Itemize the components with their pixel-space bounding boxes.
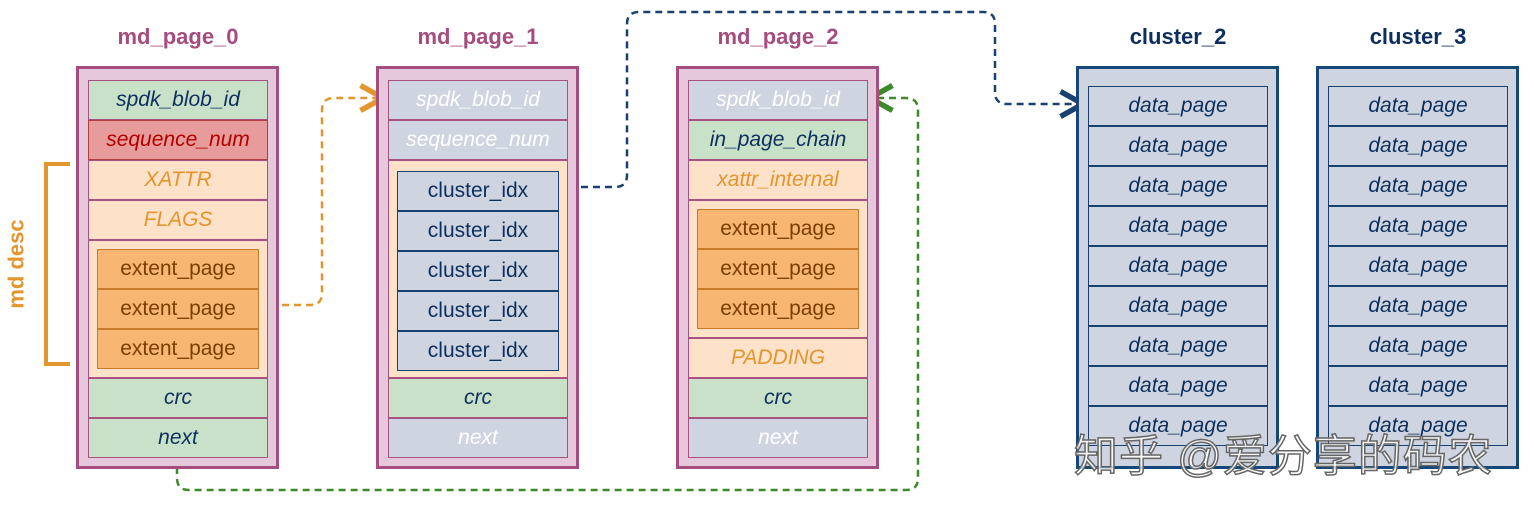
- data-page-cell: data_page: [1328, 206, 1508, 246]
- extent-page-cell: extent_page: [697, 289, 859, 329]
- xattr-internal-field: xattr_internal: [688, 160, 868, 200]
- cluster-idx-cell: cluster_idx: [397, 171, 559, 211]
- spdk-blob-id-field: spdk_blob_id: [388, 80, 568, 120]
- data-page-cell: data_page: [1328, 286, 1508, 326]
- data-page-cell: data_page: [1088, 206, 1268, 246]
- md-page-0-title: md_page_0: [117, 24, 239, 49]
- extent-page-cell: extent_page: [97, 289, 259, 329]
- md-desc-label: md desc: [4, 219, 30, 309]
- sequence-num-field: sequence_num: [388, 120, 568, 160]
- data-page-cell: data_page: [1088, 366, 1268, 406]
- cluster-idx-cell: cluster_idx: [397, 331, 559, 371]
- crc-field: crc: [688, 378, 868, 418]
- md-page-2: spdk_blob_id in_page_chain xattr_interna…: [676, 66, 879, 469]
- cluster-idx-to-cluster-2-arrow: [557, 10, 1083, 189]
- md-page-2-title: md_page_2: [717, 24, 839, 49]
- md-page-1-title: md_page_1: [417, 24, 539, 49]
- flags-field: FLAGS: [88, 200, 268, 240]
- data-page-cell: data_page: [1088, 126, 1268, 166]
- watermark: 知乎 @爱分享的码农: [1073, 431, 1493, 482]
- cluster-idx-cell: cluster_idx: [397, 251, 559, 291]
- data-page-cell: data_page: [1328, 246, 1508, 286]
- spdk-blob-id-field: spdk_blob_id: [688, 80, 868, 120]
- next-to-md-page-2-arrow: [175, 98, 920, 492]
- padding-field: PADDING: [688, 338, 868, 378]
- sequence-num-field: sequence_num: [88, 120, 268, 160]
- cluster-3: data_page data_page data_page data_page …: [1316, 66, 1519, 469]
- cluster-idx-cell: cluster_idx: [397, 291, 559, 331]
- md-page-1: spdk_blob_id sequence_num cluster_idx cl…: [376, 66, 579, 469]
- in-page-chain-field: in_page_chain: [688, 120, 868, 160]
- extent-area: extent_page extent_page extent_page: [688, 200, 868, 338]
- data-page-cell: data_page: [1088, 86, 1268, 126]
- spdk-blob-id-field: spdk_blob_id: [88, 80, 268, 120]
- xattr-field: XATTR: [88, 160, 268, 200]
- data-page-cell: data_page: [1088, 406, 1268, 446]
- next-field: next: [88, 418, 268, 458]
- crc-field: crc: [388, 378, 568, 418]
- md-page-0: spdk_blob_id sequence_num XATTR FLAGS ex…: [76, 66, 279, 469]
- data-page-cell: data_page: [1088, 286, 1268, 326]
- cluster-3-title: cluster_3: [1369, 24, 1467, 49]
- data-page-cell: data_page: [1328, 366, 1508, 406]
- data-page-cell: data_page: [1328, 166, 1508, 206]
- cluster-idx-cell: cluster_idx: [397, 211, 559, 251]
- crc-field: crc: [88, 378, 268, 418]
- data-page-cell: data_page: [1088, 326, 1268, 366]
- data-page-cell: data_page: [1328, 126, 1508, 166]
- extent-page-cell: extent_page: [697, 209, 859, 249]
- cluster-2: data_page data_page data_page data_page …: [1076, 66, 1279, 469]
- md-desc-bracket: [44, 162, 70, 366]
- data-page-cell: data_page: [1088, 246, 1268, 286]
- next-field: next: [688, 418, 868, 458]
- cluster-area: cluster_idx cluster_idx cluster_idx clus…: [388, 160, 568, 378]
- data-page-cell: data_page: [1088, 166, 1268, 206]
- data-page-cell: data_page: [1328, 406, 1508, 446]
- extent-page-cell: extent_page: [697, 249, 859, 289]
- data-page-cell: data_page: [1328, 326, 1508, 366]
- extent-area: extent_page extent_page extent_page: [88, 240, 268, 378]
- extent-to-md-page-1-arrow: [258, 98, 383, 307]
- extent-page-cell: extent_page: [97, 249, 259, 289]
- data-page-cell: data_page: [1328, 86, 1508, 126]
- cluster-2-title: cluster_2: [1129, 24, 1227, 49]
- next-field: next: [388, 418, 568, 458]
- extent-page-cell: extent_page: [97, 329, 259, 369]
